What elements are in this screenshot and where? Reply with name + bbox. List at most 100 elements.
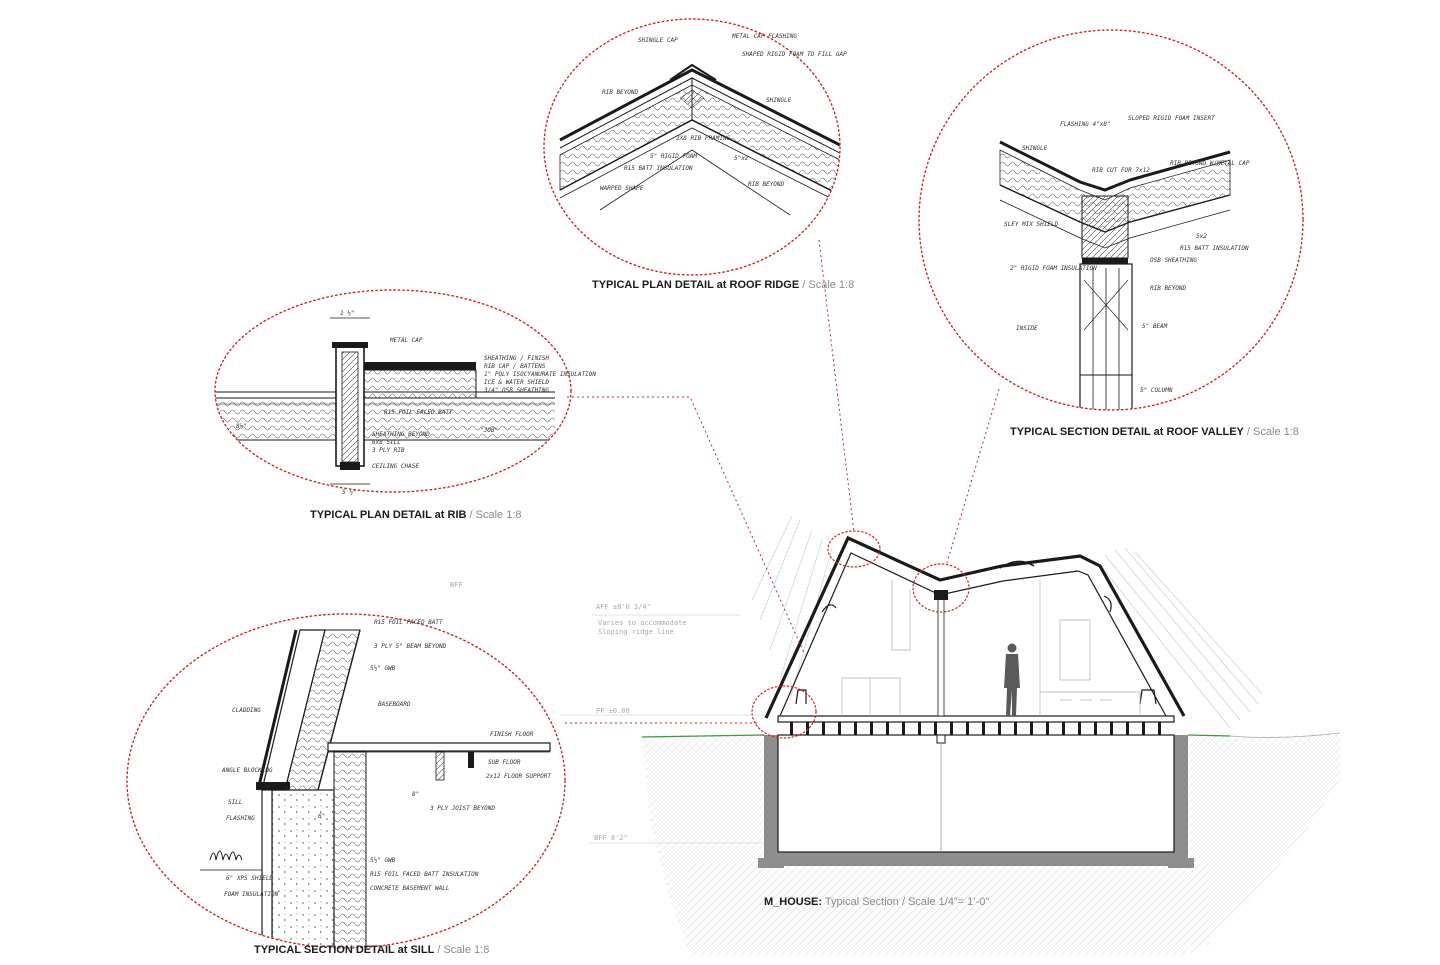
svg-text:INSIDE: INSIDE [1016, 325, 1038, 332]
svg-text:RIB BEYOND: RIB BEYOND [748, 181, 785, 188]
svg-text:5 ½": 5 ½" [342, 489, 356, 496]
svg-text:SUB FLOOR: SUB FLOOR [488, 759, 521, 766]
interior-elements [841, 580, 1141, 716]
svg-text:SHINGLE: SHINGLE [1022, 145, 1048, 152]
svg-text:OSB SHEATHING: OSB SHEATHING [1150, 257, 1197, 264]
human-figure [1004, 643, 1020, 716]
svg-text:R15 FOIL FACED BATT INSULATION: R15 FOIL FACED BATT INSULATION [370, 871, 479, 878]
svg-text:SHEATHING BEYOND: SHEATHING BEYOND [372, 431, 430, 438]
svg-text:3/4" OSB SHEATHING: 3/4" OSB SHEATHING [483, 387, 549, 394]
callout-sill [751, 685, 817, 739]
caption-sill: TYPICAL SECTION DETAIL at SILL / Scale 1… [254, 944, 489, 956]
svg-text:8½": 8½" [236, 423, 247, 430]
svg-text:ANGLE BLOCKING: ANGLE BLOCKING [221, 767, 273, 774]
caption-title: TYPICAL PLAN DETAIL at RIB [310, 509, 467, 521]
svg-text:5½" GWB: 5½" GWB [370, 665, 396, 672]
svg-text:FINISH FLOOR: FINISH FLOOR [490, 731, 534, 738]
svg-text:CLADDING: CLADDING [232, 707, 261, 714]
svg-text:5" RIGID FOAM: 5" RIGID FOAM [650, 153, 697, 160]
basement-wall-left [764, 735, 778, 865]
ghost-roof-lines [751, 515, 1263, 729]
svg-text:2X8 RIB FRAMING: 2X8 RIB FRAMING [676, 135, 731, 142]
column-beam [934, 590, 948, 600]
svg-text:"JOB": "JOB" [480, 427, 498, 434]
svg-text:2x12 FLOOR SUPPORT: 2x12 FLOOR SUPPORT [486, 773, 551, 780]
wall-trim-left [821, 604, 837, 613]
floor-joists [790, 722, 1161, 735]
svg-text:R15 FOIL FACED BATT: R15 FOIL FACED BATT [374, 619, 443, 626]
central-column [937, 591, 945, 717]
wall-trim-left-2 [795, 689, 807, 705]
svg-text:WARPED SHAPE: WARPED SHAPE [600, 185, 644, 192]
level-markers [560, 614, 764, 844]
svg-text:FLASHING: FLASHING [226, 815, 255, 822]
svg-text:METAL CAP FLASHING: METAL CAP FLASHING [731, 33, 797, 40]
svg-text:CONCRETE BASEMENT WALL: CONCRETE BASEMENT WALL [370, 885, 450, 892]
svg-text:R15 BATT INSULATION: R15 BATT INSULATION [1180, 245, 1249, 252]
caption-scale: Scale 1:8 [475, 509, 522, 521]
svg-text:RIB CUT FOR 7x12: RIB CUT FOR 7x12 [1092, 167, 1150, 174]
svg-text:3 PLY 5" BEAM BEYOND: 3 PLY 5" BEAM BEYOND [373, 643, 447, 650]
svg-text:RIB BEYOND W/METAL CAP: RIB BEYOND W/METAL CAP [1170, 160, 1250, 167]
level-aff: AFF ±8'0 3/4" [596, 603, 651, 611]
wall-trim-right [1103, 595, 1112, 613]
svg-text:6x8 SILL: 6x8 SILL [372, 439, 401, 446]
grade-line-far [1229, 732, 1341, 738]
roof-skylight [999, 560, 1035, 569]
footing-right [1168, 858, 1194, 868]
svg-text:R15 FOIL FACED BATT: R15 FOIL FACED BATT [384, 409, 453, 416]
svg-text:5" COLUMN: 5" COLUMN [1140, 387, 1173, 394]
callout-ridge [827, 530, 881, 568]
svg-text:SHEATHING / FINISH: SHEATHING / FINISH [484, 355, 549, 362]
basement-slab [764, 852, 1188, 866]
level-bff-top: BFF [450, 581, 463, 589]
svg-text:SILL: SILL [228, 799, 243, 806]
svg-text:RIB BEYOND: RIB BEYOND [1150, 285, 1187, 292]
roof-inner [779, 552, 1167, 717]
svg-text:3 PLY RIB: 3 PLY RIB [371, 447, 405, 454]
svg-text:1" POLY ISOCYANURATE INSULATIO: 1" POLY ISOCYANURATE INSULATION [484, 371, 596, 378]
svg-text:SHINGLE: SHINGLE [766, 97, 792, 104]
caption-scale: Scale 1:8 [1253, 426, 1299, 438]
level-aff-note-2: Sloping ridge line [598, 628, 674, 636]
callout-valley [912, 563, 970, 613]
svg-text:FOAM INSULATION: FOAM INSULATION [224, 891, 279, 898]
level-ff: FF ±0.00 [596, 707, 630, 715]
caption-roof-valley: TYPICAL SECTION DETAIL at ROOF VALLEY / … [1010, 426, 1299, 438]
svg-text:SHINGLE CAP: SHINGLE CAP [638, 37, 678, 44]
basement-wall-right [1174, 735, 1188, 865]
sill-detail: R15 FOIL FACED BATT 3 PLY 5" BEAM BEYOND… [126, 613, 566, 949]
svg-text:6" XPS SHIELD: 6" XPS SHIELD [226, 875, 273, 882]
caption-scale: Scale 1:8 [808, 279, 855, 291]
svg-text:FLASHING 4"x8": FLASHING 4"x8" [1060, 121, 1111, 128]
level-aff-note-1: Varies to accommodate [598, 619, 687, 627]
svg-text:5" BEAM: 5" BEAM [1142, 323, 1168, 330]
caption-main-section: M_HOUSE: Typical Section / Scale 1/4”= 1… [764, 896, 989, 908]
footing-left [758, 858, 784, 868]
svg-text:R15 BATT INSULATION: R15 BATT INSULATION [624, 165, 693, 172]
svg-text:2" RIGID FOAM INSULATION: 2" RIGID FOAM INSULATION [1010, 265, 1097, 272]
basement-post-cap [936, 734, 946, 744]
main-section: BFF AFF ±8'0 3/4" Varies to accommodate … [450, 239, 1341, 955]
caption-scale: Typical Section / Scale 1/4”= 1’-0” [822, 896, 990, 908]
basement-inner [777, 734, 1175, 853]
svg-text:CEILING CHASE: CEILING CHASE [372, 463, 419, 470]
svg-text:SHAPED RIGID FOAM TO FILL GAP: SHAPED RIGID FOAM TO FILL GAP [742, 51, 847, 58]
valley-detail: FLASHING 4"x8" SLOPED RIGID FOAM INSERT … [918, 29, 1304, 411]
ridge-detail: SHINGLE CAP METAL CAP FLASHING SHAPED RI… [543, 18, 847, 276]
wall-trim-right-2 [1139, 689, 1157, 705]
svg-text:BASEBOARD: BASEBOARD [378, 701, 411, 708]
caption-scale: Scale 1:8 [443, 944, 490, 956]
svg-text:RIB CAP / BATTENS: RIB CAP / BATTENS [484, 363, 546, 370]
svg-text:1 ½": 1 ½" [340, 310, 354, 317]
svg-text:6": 6" [318, 813, 325, 820]
grade-line [641, 734, 765, 738]
caption-title: TYPICAL SECTION DETAIL at ROOF VALLEY [1010, 426, 1244, 438]
svg-text:8": 8" [412, 791, 419, 798]
main-floor [777, 715, 1175, 723]
svg-text:ICE & WATER SHIELD: ICE & WATER SHIELD [484, 379, 549, 386]
svg-text:5½" GWB: 5½" GWB [370, 857, 396, 864]
roof-outer [764, 535, 1186, 719]
